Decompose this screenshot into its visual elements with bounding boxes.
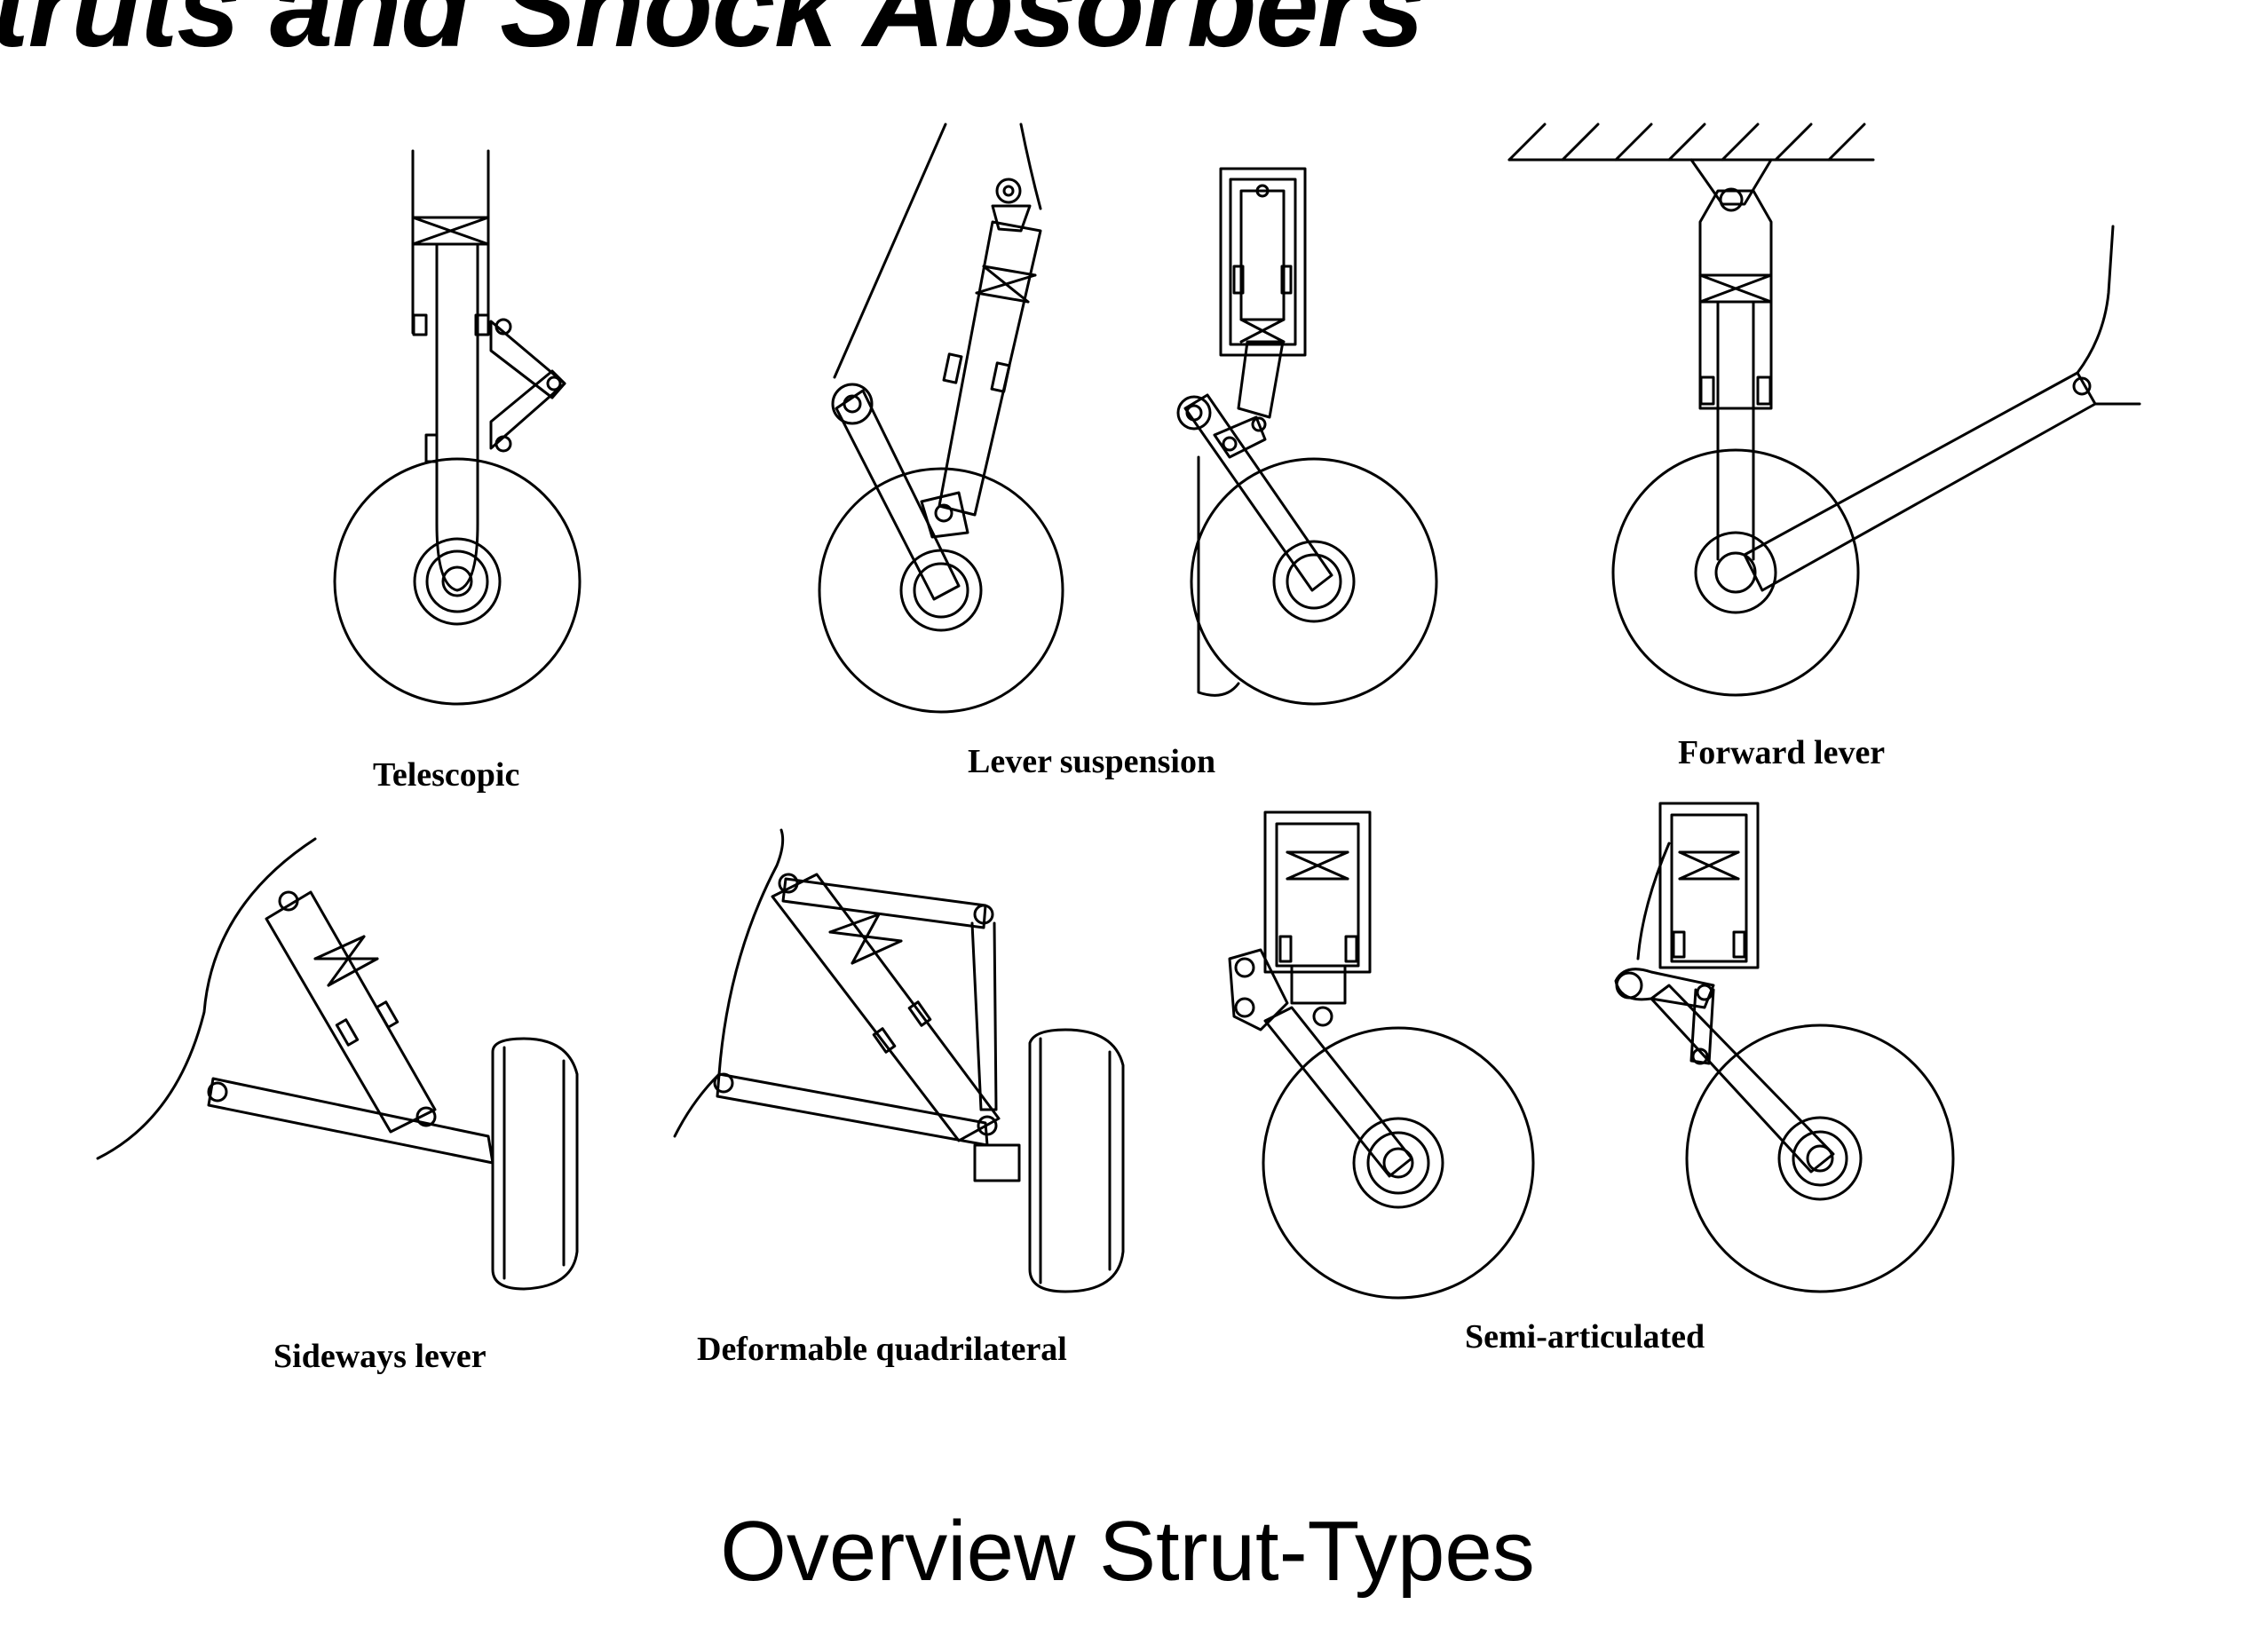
slide-title: truts and Shock Absorbers	[0, 0, 1424, 71]
semi-articulated-drawing-right	[1614, 802, 1955, 1293]
telescopic-strut-drawing	[333, 149, 582, 706]
sideways-lever-drawing	[96, 837, 579, 1291]
label-telescopic: Telescopic	[373, 756, 519, 794]
deformable-quadrilateral-drawing	[673, 828, 1125, 1293]
forward-lever-drawing	[1507, 123, 2141, 697]
label-forward-lever: Forward lever	[1678, 734, 1885, 771]
label-sideways-lever: Sideways lever	[273, 1338, 487, 1375]
semi-articulated-drawing-left	[1228, 810, 1535, 1300]
slide-caption: Overview Strut-Types	[720, 1504, 1535, 1599]
lever-suspension-drawing-left	[818, 123, 1064, 714]
label-deformable-quadrilateral: Deformable quadrilateral	[697, 1331, 1067, 1368]
lever-suspension-drawing-right	[1176, 167, 1438, 706]
label-lever-suspension: Lever suspension	[968, 743, 1215, 780]
label-semi-articulated: Semi-articulated	[1465, 1318, 1705, 1356]
